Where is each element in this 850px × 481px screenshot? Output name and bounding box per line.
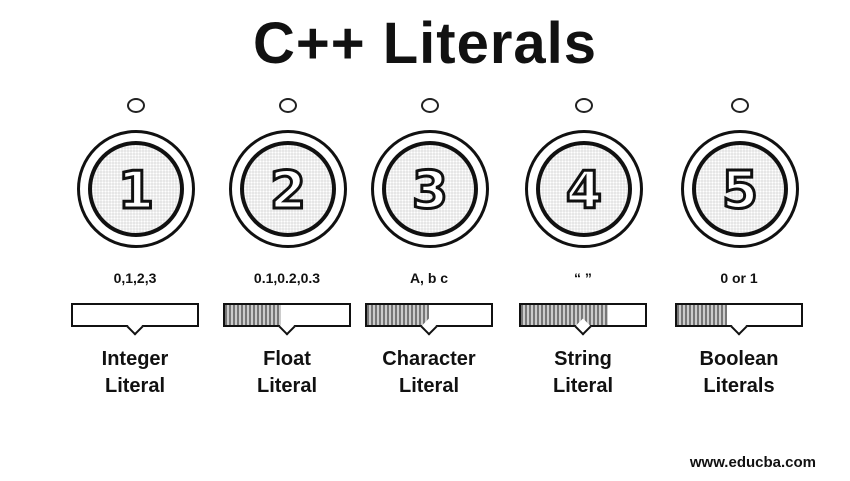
literal-label: Character Literal	[382, 348, 476, 397]
number-badge: 2	[229, 130, 347, 248]
progress-bar	[71, 303, 199, 336]
progress-fill	[677, 305, 727, 325]
footer-url: www.educba.com	[689, 454, 816, 471]
indicator-dot	[421, 98, 439, 113]
literal-label: Float Literal	[256, 348, 318, 397]
number-badge: 3	[371, 130, 489, 248]
progress-fill	[225, 305, 281, 325]
example-text: A, b c	[409, 270, 449, 286]
example-text: 0 or 1	[720, 270, 758, 286]
example-text: 0,1,2,3	[113, 270, 157, 286]
pointer-icon	[126, 318, 144, 336]
progress-fill	[521, 305, 608, 325]
literal-label: String Literal	[552, 348, 614, 397]
literal-label: Integer Literal	[101, 348, 169, 397]
literal-item-character: 3 A, b c Character Literal	[344, 0, 514, 481]
progress-bar	[675, 303, 803, 336]
number-label: 5	[720, 160, 759, 223]
progress-fill	[367, 305, 429, 325]
number-badge: 5	[681, 130, 799, 248]
number-label: 4	[564, 160, 603, 223]
literal-label: Boolean Literals	[699, 348, 779, 397]
literal-item-string: 4 “ ” String Literal	[498, 0, 668, 481]
progress-bar	[223, 303, 351, 336]
example-text: 0.1,0.2,0.3	[253, 270, 321, 286]
number-badge: 1	[77, 130, 195, 248]
number-label: 3	[410, 160, 449, 223]
example-text: “ ”	[574, 270, 592, 286]
indicator-dot	[279, 98, 297, 113]
literal-item-integer: 1 0,1,2,3 Integer Literal	[50, 0, 220, 481]
progress-bar	[519, 303, 647, 336]
literal-item-boolean: 5 0 or 1 Boolean Literals	[654, 0, 824, 481]
pointer-icon	[730, 318, 748, 336]
number-label: 1	[116, 160, 155, 223]
pointer-icon	[278, 318, 296, 336]
literal-item-float: 2 0.1,0.2,0.3 Float Literal	[202, 0, 372, 481]
page-title: C++ Literals	[252, 11, 598, 76]
number-badge: 4	[525, 130, 643, 248]
indicator-dot	[575, 98, 593, 113]
indicator-dot	[127, 98, 145, 113]
number-label: 2	[268, 160, 307, 223]
indicator-dot	[731, 98, 749, 113]
progress-bar	[365, 303, 493, 336]
